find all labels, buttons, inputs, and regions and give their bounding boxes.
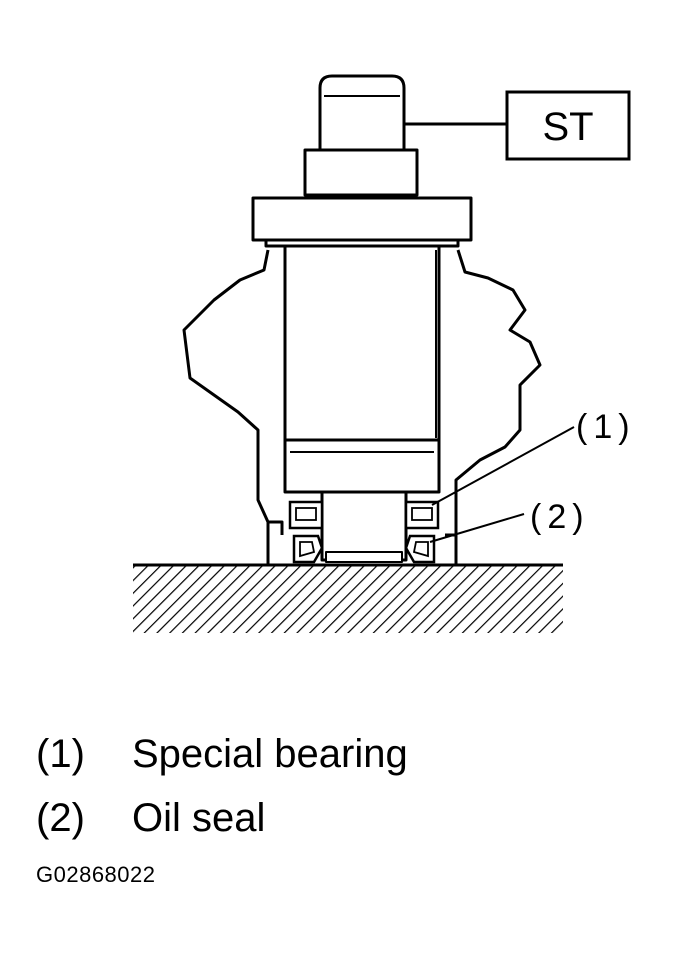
legend-item-special-bearing: (1) Special bearing	[36, 722, 408, 786]
legend: (1) Special bearing (2) Oil seal	[36, 722, 408, 850]
legend-label: Oil seal	[132, 795, 266, 840]
callout-1-number: (1)	[576, 408, 636, 446]
tool-label-callout: ST	[404, 90, 631, 161]
callout-2: (2)	[429, 498, 590, 543]
special-bearing	[288, 500, 440, 530]
tool-label: ST	[542, 105, 593, 149]
special-tool	[251, 74, 473, 563]
legend-number: (2)	[36, 795, 85, 840]
legend-number: (1)	[36, 731, 85, 776]
legend-item-oil-seal: (2) Oil seal	[36, 786, 408, 850]
callout-2-number: (2)	[530, 498, 590, 536]
bearing-installation-diagram: ST (1) (2)	[133, 74, 636, 633]
callout-1: (1)	[431, 408, 636, 506]
oil-seal	[292, 534, 436, 564]
work-bench	[133, 563, 563, 633]
figure-id: G02868022	[36, 862, 156, 887]
legend-label: Special bearing	[132, 731, 408, 776]
